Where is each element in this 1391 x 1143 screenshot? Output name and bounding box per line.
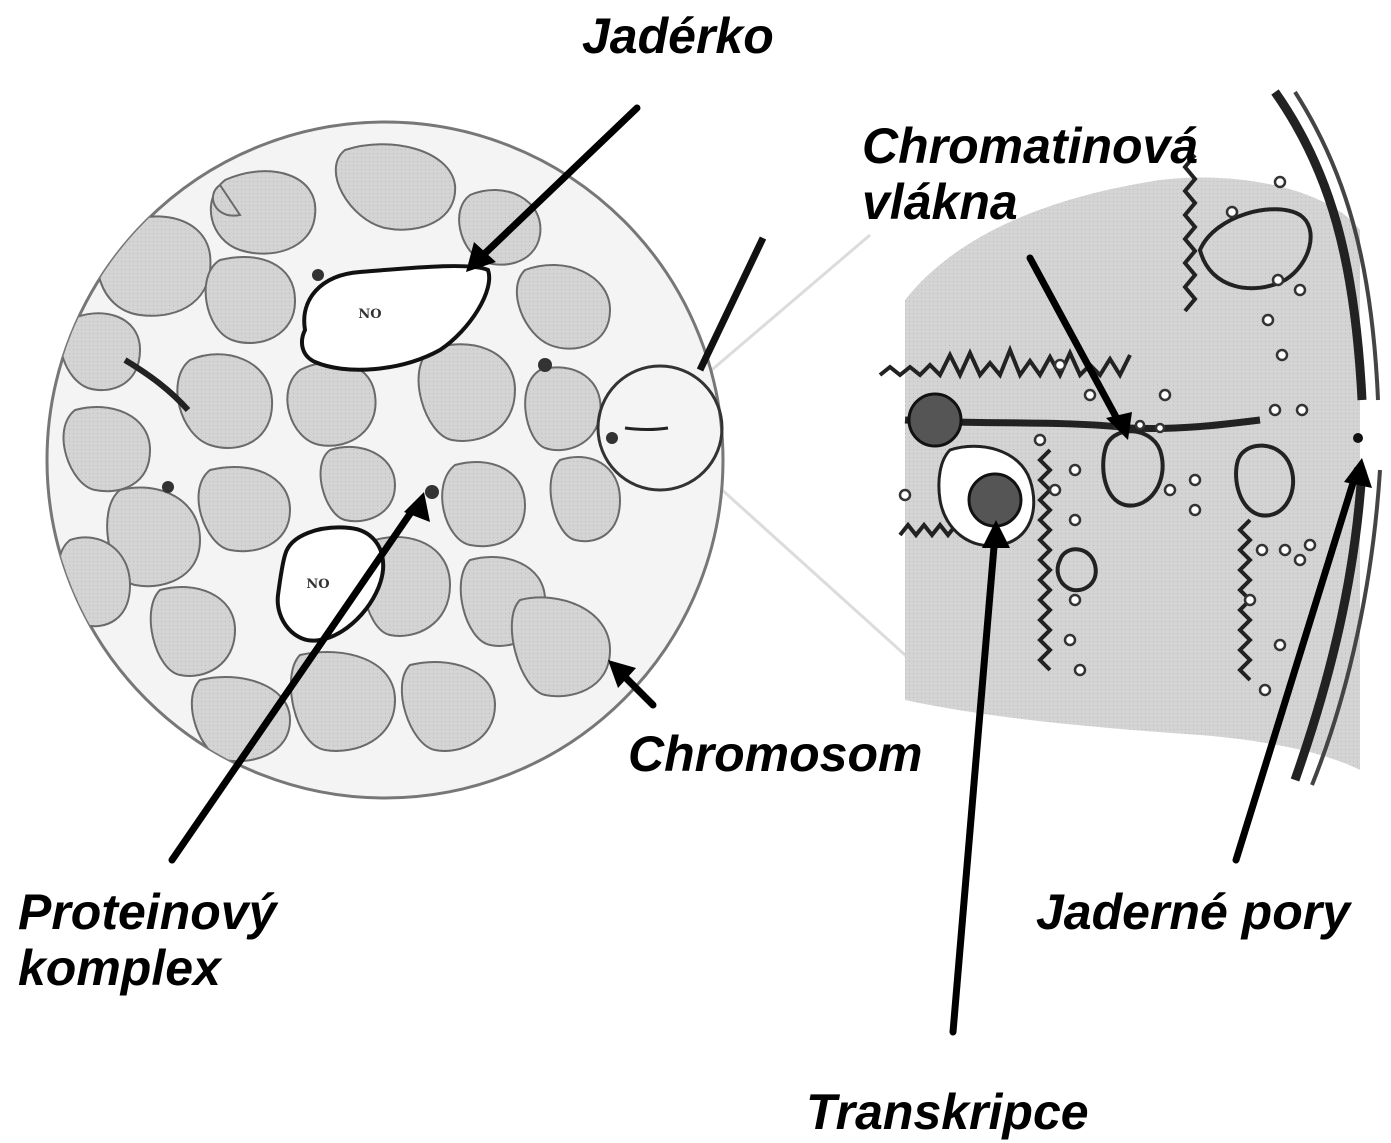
- label-chromosome: Chromosom: [628, 726, 922, 782]
- label-protein-complex: Proteinový komplex: [18, 884, 276, 996]
- nucleolus-tag-upper: NO: [358, 307, 381, 322]
- label-chromatin-fibers: Chromatinová vlákna: [862, 118, 1198, 230]
- label-nucleolus: Jadérko: [582, 8, 774, 64]
- label-nuclear-pores: Jaderné pory: [1036, 884, 1350, 940]
- transcription-cluster-upper: [909, 394, 961, 446]
- nucleolus-tag-lower: NO: [306, 577, 329, 592]
- nucleus-overview: NO NO: [47, 122, 763, 798]
- zoom-handle: [700, 238, 763, 370]
- label-transcription: Transkripce: [806, 1084, 1089, 1140]
